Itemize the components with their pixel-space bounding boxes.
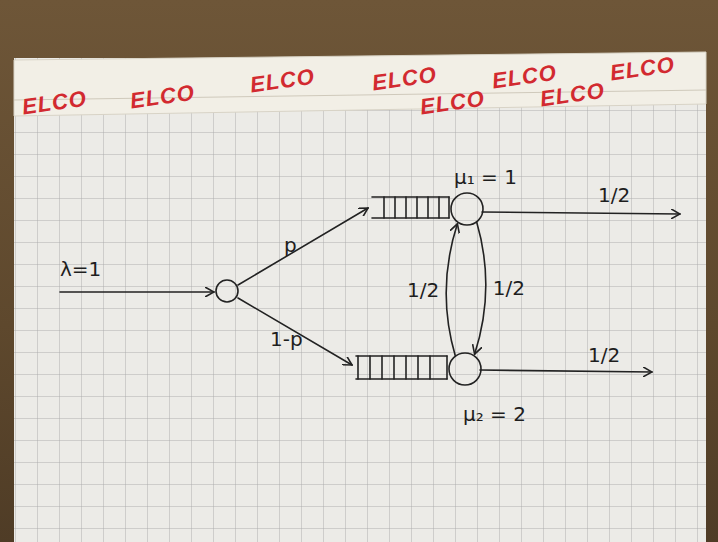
tape-strip [14, 52, 706, 116]
departure-arrow [482, 212, 680, 214]
tape-brand-text: ELCO [419, 88, 487, 119]
rate-label: p [284, 234, 297, 256]
rate-label: 1/2 [588, 344, 620, 366]
network-drawing [60, 197, 680, 379]
tape-brand-text: ELCO [539, 80, 607, 111]
routing-arrow [475, 222, 486, 354]
server-circle [449, 191, 485, 227]
queue-buffer [372, 197, 449, 218]
server-node: μ₁ = 1 [440, 166, 517, 227]
queue-buffer [356, 356, 447, 379]
server-circle [447, 351, 483, 387]
routing-probability: 1/2 [407, 279, 439, 301]
rate-label: λ=1 [60, 258, 101, 280]
tape-brand-text: ELCO [249, 66, 317, 97]
tape-brand-text: ELCO [371, 64, 439, 95]
branch-arrow [238, 208, 368, 285]
branch-arrow [238, 298, 352, 365]
router-circle [216, 280, 238, 302]
server-outline [449, 353, 481, 385]
routing-probability: 1/2 [493, 277, 525, 299]
paper-sheet [14, 58, 706, 542]
rate-label: 1-p [270, 328, 303, 350]
arrival-arrow [60, 291, 214, 293]
tape-brand-text: ELCO [129, 82, 197, 113]
service-rate: μ₁ = 1 [440, 166, 517, 188]
tape-brand-text: ELCO [21, 88, 89, 119]
service-rate: μ₂ = 2 [447, 403, 526, 425]
server-node: μ₂ = 2 [447, 351, 526, 425]
grid-lines [14, 58, 706, 542]
departure-arrow [480, 370, 652, 372]
routing-arrow [446, 224, 457, 356]
server-outline [451, 193, 483, 225]
rate-label: 1/2 [598, 184, 630, 206]
tape-brand-text: ELCO [609, 54, 677, 85]
